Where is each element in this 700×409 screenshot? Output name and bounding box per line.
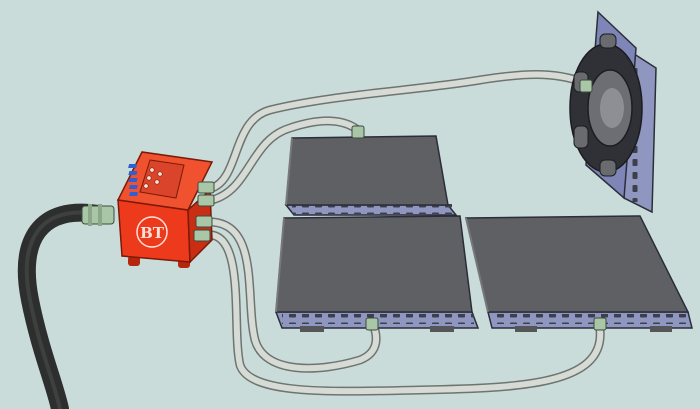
pad-top-middle <box>284 135 458 216</box>
fitting-bottom-middle-pad <box>365 317 379 331</box>
fitting-vertical-pad <box>579 79 593 93</box>
outlet-fittings <box>193 181 215 242</box>
pad-bottom-right <box>465 215 693 332</box>
air-hoses <box>207 70 605 396</box>
main-supply-cable <box>17 203 107 409</box>
fitting-top-pad <box>351 125 365 139</box>
outlet-4 <box>193 229 211 242</box>
brand-logo: BT <box>136 216 168 248</box>
fitting-bottom-right-pad <box>593 317 607 331</box>
pad-vertical-right <box>569 10 657 214</box>
control-box: BT <box>81 151 215 268</box>
brand-logo-text: BT <box>140 224 165 242</box>
outlet-1 <box>197 181 215 194</box>
hose-fittings <box>351 79 607 331</box>
outlet-2 <box>197 194 215 207</box>
pad-bottom-middle <box>274 215 480 332</box>
indicator-panel <box>128 159 185 199</box>
outlet-3 <box>195 215 213 228</box>
